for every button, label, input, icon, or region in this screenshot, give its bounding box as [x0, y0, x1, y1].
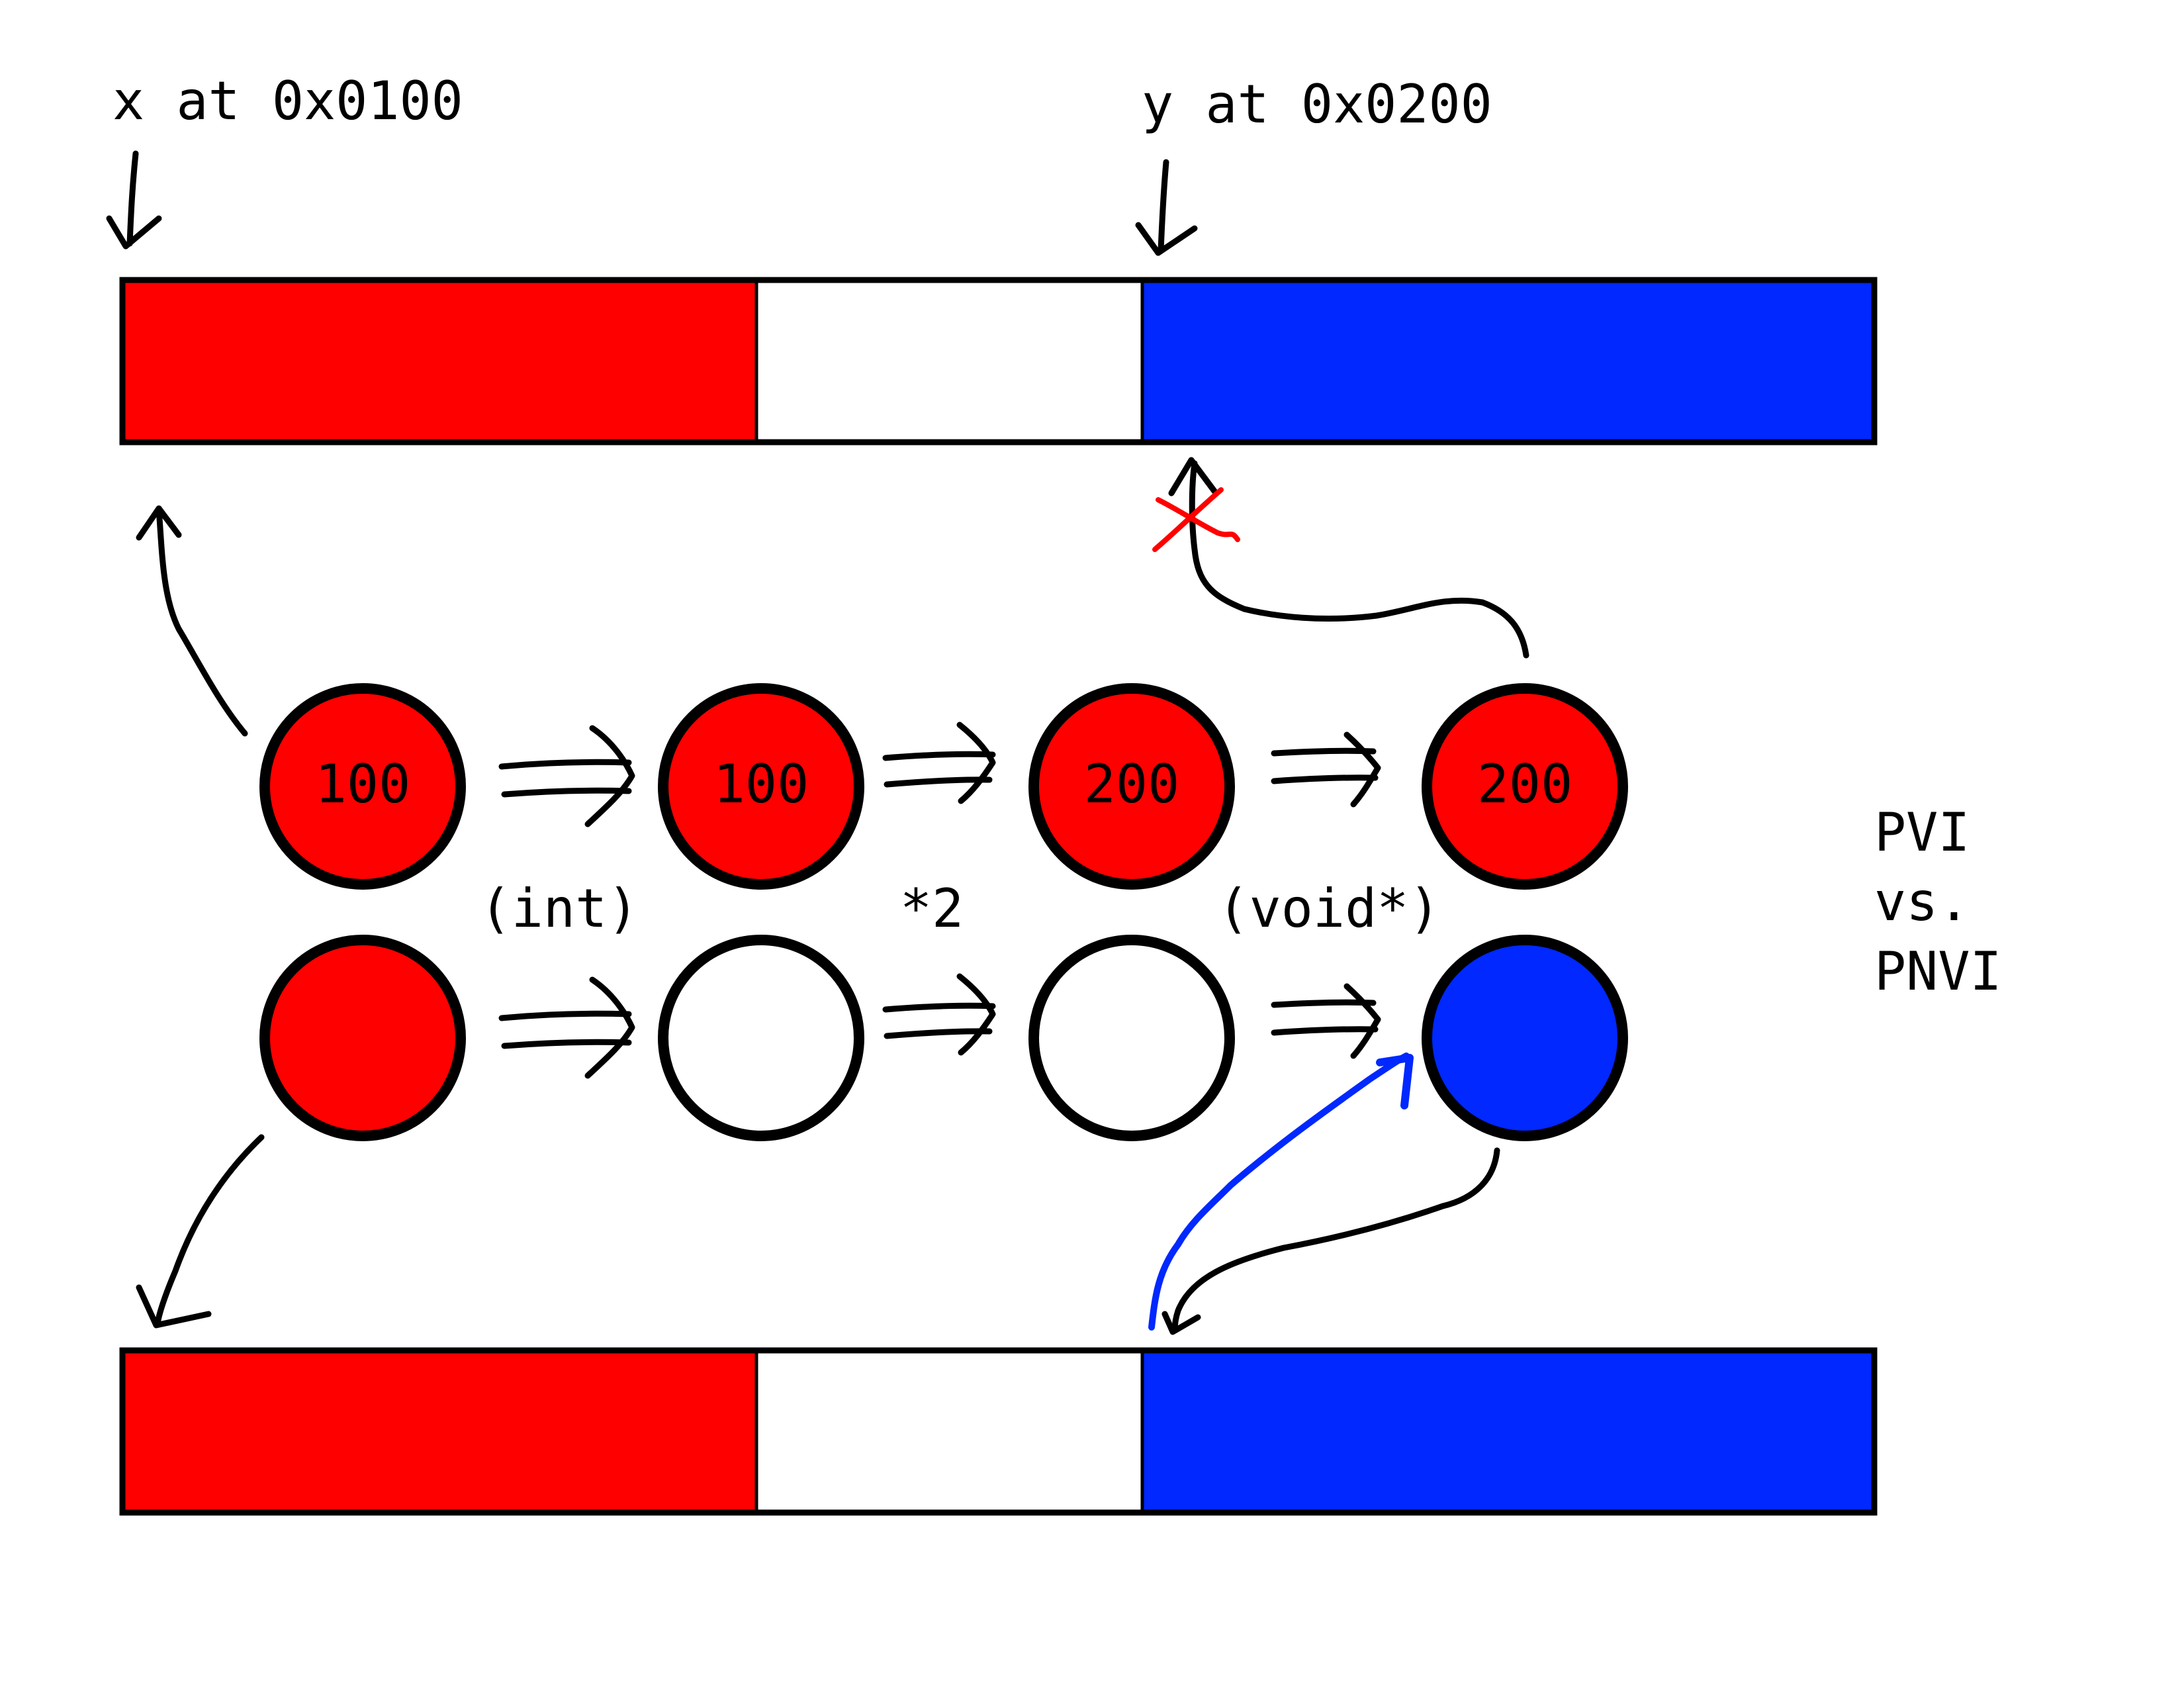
pvi-node-4	[1422, 683, 1628, 890]
pnvi-row	[259, 935, 1628, 1141]
pvi-node-1-value: 100	[315, 753, 411, 815]
pvi-node-2	[658, 683, 864, 890]
bottom-memory-bar	[119, 1347, 1878, 1516]
top-gap-region	[756, 280, 1142, 442]
provenance-arrow	[1148, 1053, 1414, 1331]
pnvi-node-4	[1422, 935, 1628, 1141]
side-label-line3: PNVI	[1874, 941, 2002, 1002]
pvi-node-3-value: 200	[1084, 753, 1180, 815]
top-memory-bar	[119, 277, 1878, 445]
op-int-label: (int)	[480, 878, 639, 939]
double-arrow	[1271, 983, 1381, 1059]
bottom-gap-region	[756, 1350, 1142, 1513]
pvi-node-4-value: 200	[1477, 753, 1573, 815]
y-pointer-arrow	[1135, 159, 1198, 256]
x-pointer-arrow	[106, 150, 162, 250]
double-arrow	[1271, 731, 1381, 808]
y-address-label: y at 0x0200	[1142, 73, 1492, 135]
pvi-start-to-x-arrow	[136, 505, 248, 737]
top-y-region	[1142, 280, 1874, 442]
pnvi-end-to-y-arrow	[1161, 1147, 1500, 1335]
side-label-line1: PVI	[1874, 802, 1970, 863]
op-void-label: (void*)	[1217, 878, 1440, 939]
double-arrow	[498, 725, 635, 827]
double-arrow	[498, 976, 635, 1079]
op-mul-label: *2	[900, 878, 964, 939]
side-label-line2: vs.	[1874, 871, 1970, 933]
bottom-y-region	[1142, 1350, 1874, 1513]
x-address-label: x at 0x0100	[113, 70, 463, 132]
pvi-row: 100 100 200 200	[259, 683, 1628, 890]
bottom-x-region	[122, 1350, 756, 1513]
double-arrow	[882, 973, 996, 1056]
pvi-node-3	[1028, 683, 1235, 890]
double-arrow	[882, 722, 996, 804]
pnvi-node-2	[658, 935, 864, 1141]
top-x-region	[122, 280, 756, 442]
pvi-node-2-value: 100	[713, 753, 809, 815]
pvi-node-1	[259, 683, 466, 890]
pvi-end-to-y-arrow	[1168, 457, 1529, 659]
invalid-cross-mark	[1152, 487, 1240, 552]
pnvi-node-1	[259, 935, 466, 1141]
pnvi-start-to-x-arrow	[136, 1134, 265, 1329]
pnvi-node-3	[1028, 935, 1235, 1141]
